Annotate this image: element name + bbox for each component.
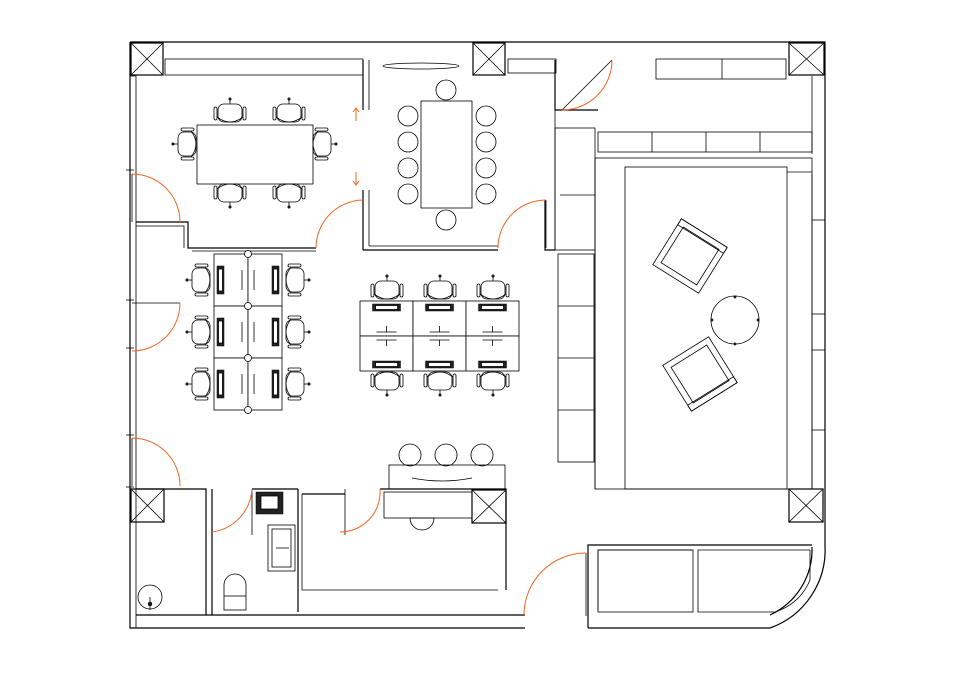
conference-chair <box>475 105 497 127</box>
door-conference <box>497 199 547 249</box>
desk <box>247 305 283 359</box>
doors <box>131 59 613 616</box>
conference-room <box>382 62 497 231</box>
counter-screen <box>411 477 473 482</box>
desk <box>213 357 249 411</box>
conference-chair <box>475 183 497 205</box>
conference-chair <box>397 157 419 179</box>
wall-screen <box>382 62 460 70</box>
office-chair <box>285 367 311 401</box>
desk <box>213 305 249 359</box>
armchair-lower <box>662 336 738 412</box>
conference-chair <box>397 105 419 127</box>
desk-cluster-west <box>185 250 311 414</box>
desk <box>247 357 283 411</box>
desk <box>412 300 467 337</box>
lounge <box>652 218 760 412</box>
stool <box>470 443 494 467</box>
desk-cluster-center <box>359 274 520 397</box>
restroom <box>137 573 247 611</box>
office-chair <box>171 127 197 161</box>
outer-walls <box>126 41 826 629</box>
office-chair <box>185 315 211 349</box>
column-nw <box>130 42 164 76</box>
conference-chair <box>435 209 457 231</box>
door-south <box>523 552 587 616</box>
office-chair <box>285 315 311 349</box>
office-chair <box>370 371 404 397</box>
desk <box>359 335 414 372</box>
conference-table <box>420 100 473 209</box>
door-meeting-divider <box>315 199 364 250</box>
office-chair <box>476 274 510 300</box>
door-reception <box>339 488 381 535</box>
conference-chair <box>397 183 419 205</box>
office-chair <box>312 127 338 161</box>
interior-walls <box>136 60 813 628</box>
door-west-1 <box>131 302 181 352</box>
office-chair <box>285 263 311 297</box>
desk <box>247 253 283 307</box>
door-meeting-west <box>131 173 181 223</box>
sliding-panel-arrows <box>352 107 360 186</box>
toilet <box>223 573 247 611</box>
conference-chair <box>435 79 457 101</box>
reception <box>398 443 494 531</box>
office-chair <box>272 97 306 123</box>
office-chair <box>185 263 211 297</box>
office-chair <box>423 371 457 397</box>
desk <box>359 300 414 337</box>
stool <box>398 443 422 467</box>
column-n <box>472 42 506 76</box>
desk <box>213 253 249 307</box>
conference-chair <box>397 131 419 153</box>
door-restroom <box>211 488 253 535</box>
office-chair <box>213 97 247 123</box>
office-chair <box>370 274 404 300</box>
door-top-right <box>561 59 613 111</box>
meeting-table <box>196 124 314 185</box>
office-chair <box>185 367 211 401</box>
office-chair <box>423 274 457 300</box>
desk <box>412 335 467 372</box>
kitchenette <box>255 491 296 572</box>
conference-chair <box>475 131 497 153</box>
desk <box>465 300 520 337</box>
meeting-room-west <box>171 97 338 209</box>
fridge <box>267 524 296 572</box>
reception-chair <box>409 517 435 531</box>
office-chair <box>272 183 306 209</box>
column-ne <box>788 42 825 76</box>
office-chair <box>476 371 510 397</box>
desk <box>465 335 520 372</box>
conference-chair <box>475 157 497 179</box>
office-chair <box>213 183 247 209</box>
door-west-2 <box>131 437 181 487</box>
armchair-upper <box>652 218 728 294</box>
stool <box>434 443 458 467</box>
